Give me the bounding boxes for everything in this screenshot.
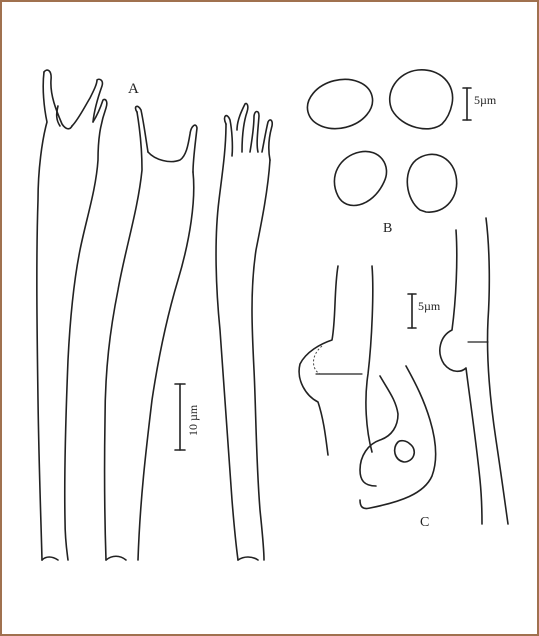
spore-3: [334, 151, 386, 205]
scale-bar-b: [463, 88, 471, 120]
panel-label-c: C: [420, 515, 429, 530]
scale-bar-c: [408, 294, 416, 328]
scale-bar-a: [175, 384, 185, 450]
scale-bar-a-label: 10 µm: [186, 404, 200, 436]
basidium-left: [37, 70, 107, 560]
basidium-middle: [105, 106, 197, 560]
hypha-clamp-right: [440, 218, 508, 524]
spore-4: [407, 154, 456, 212]
panel-label-b: B: [383, 221, 392, 236]
spores: [302, 70, 457, 212]
hypha-clamp-left: [299, 266, 373, 455]
spore-2: [390, 70, 453, 129]
basidium-right: [216, 103, 272, 560]
hypha-clamp-bottom: [360, 366, 436, 509]
panel-label-a: A: [128, 81, 139, 97]
scale-bar-b-label: 5µm: [474, 93, 497, 107]
spore-1: [302, 73, 378, 136]
scale-bar-c-label: 5µm: [418, 299, 441, 313]
